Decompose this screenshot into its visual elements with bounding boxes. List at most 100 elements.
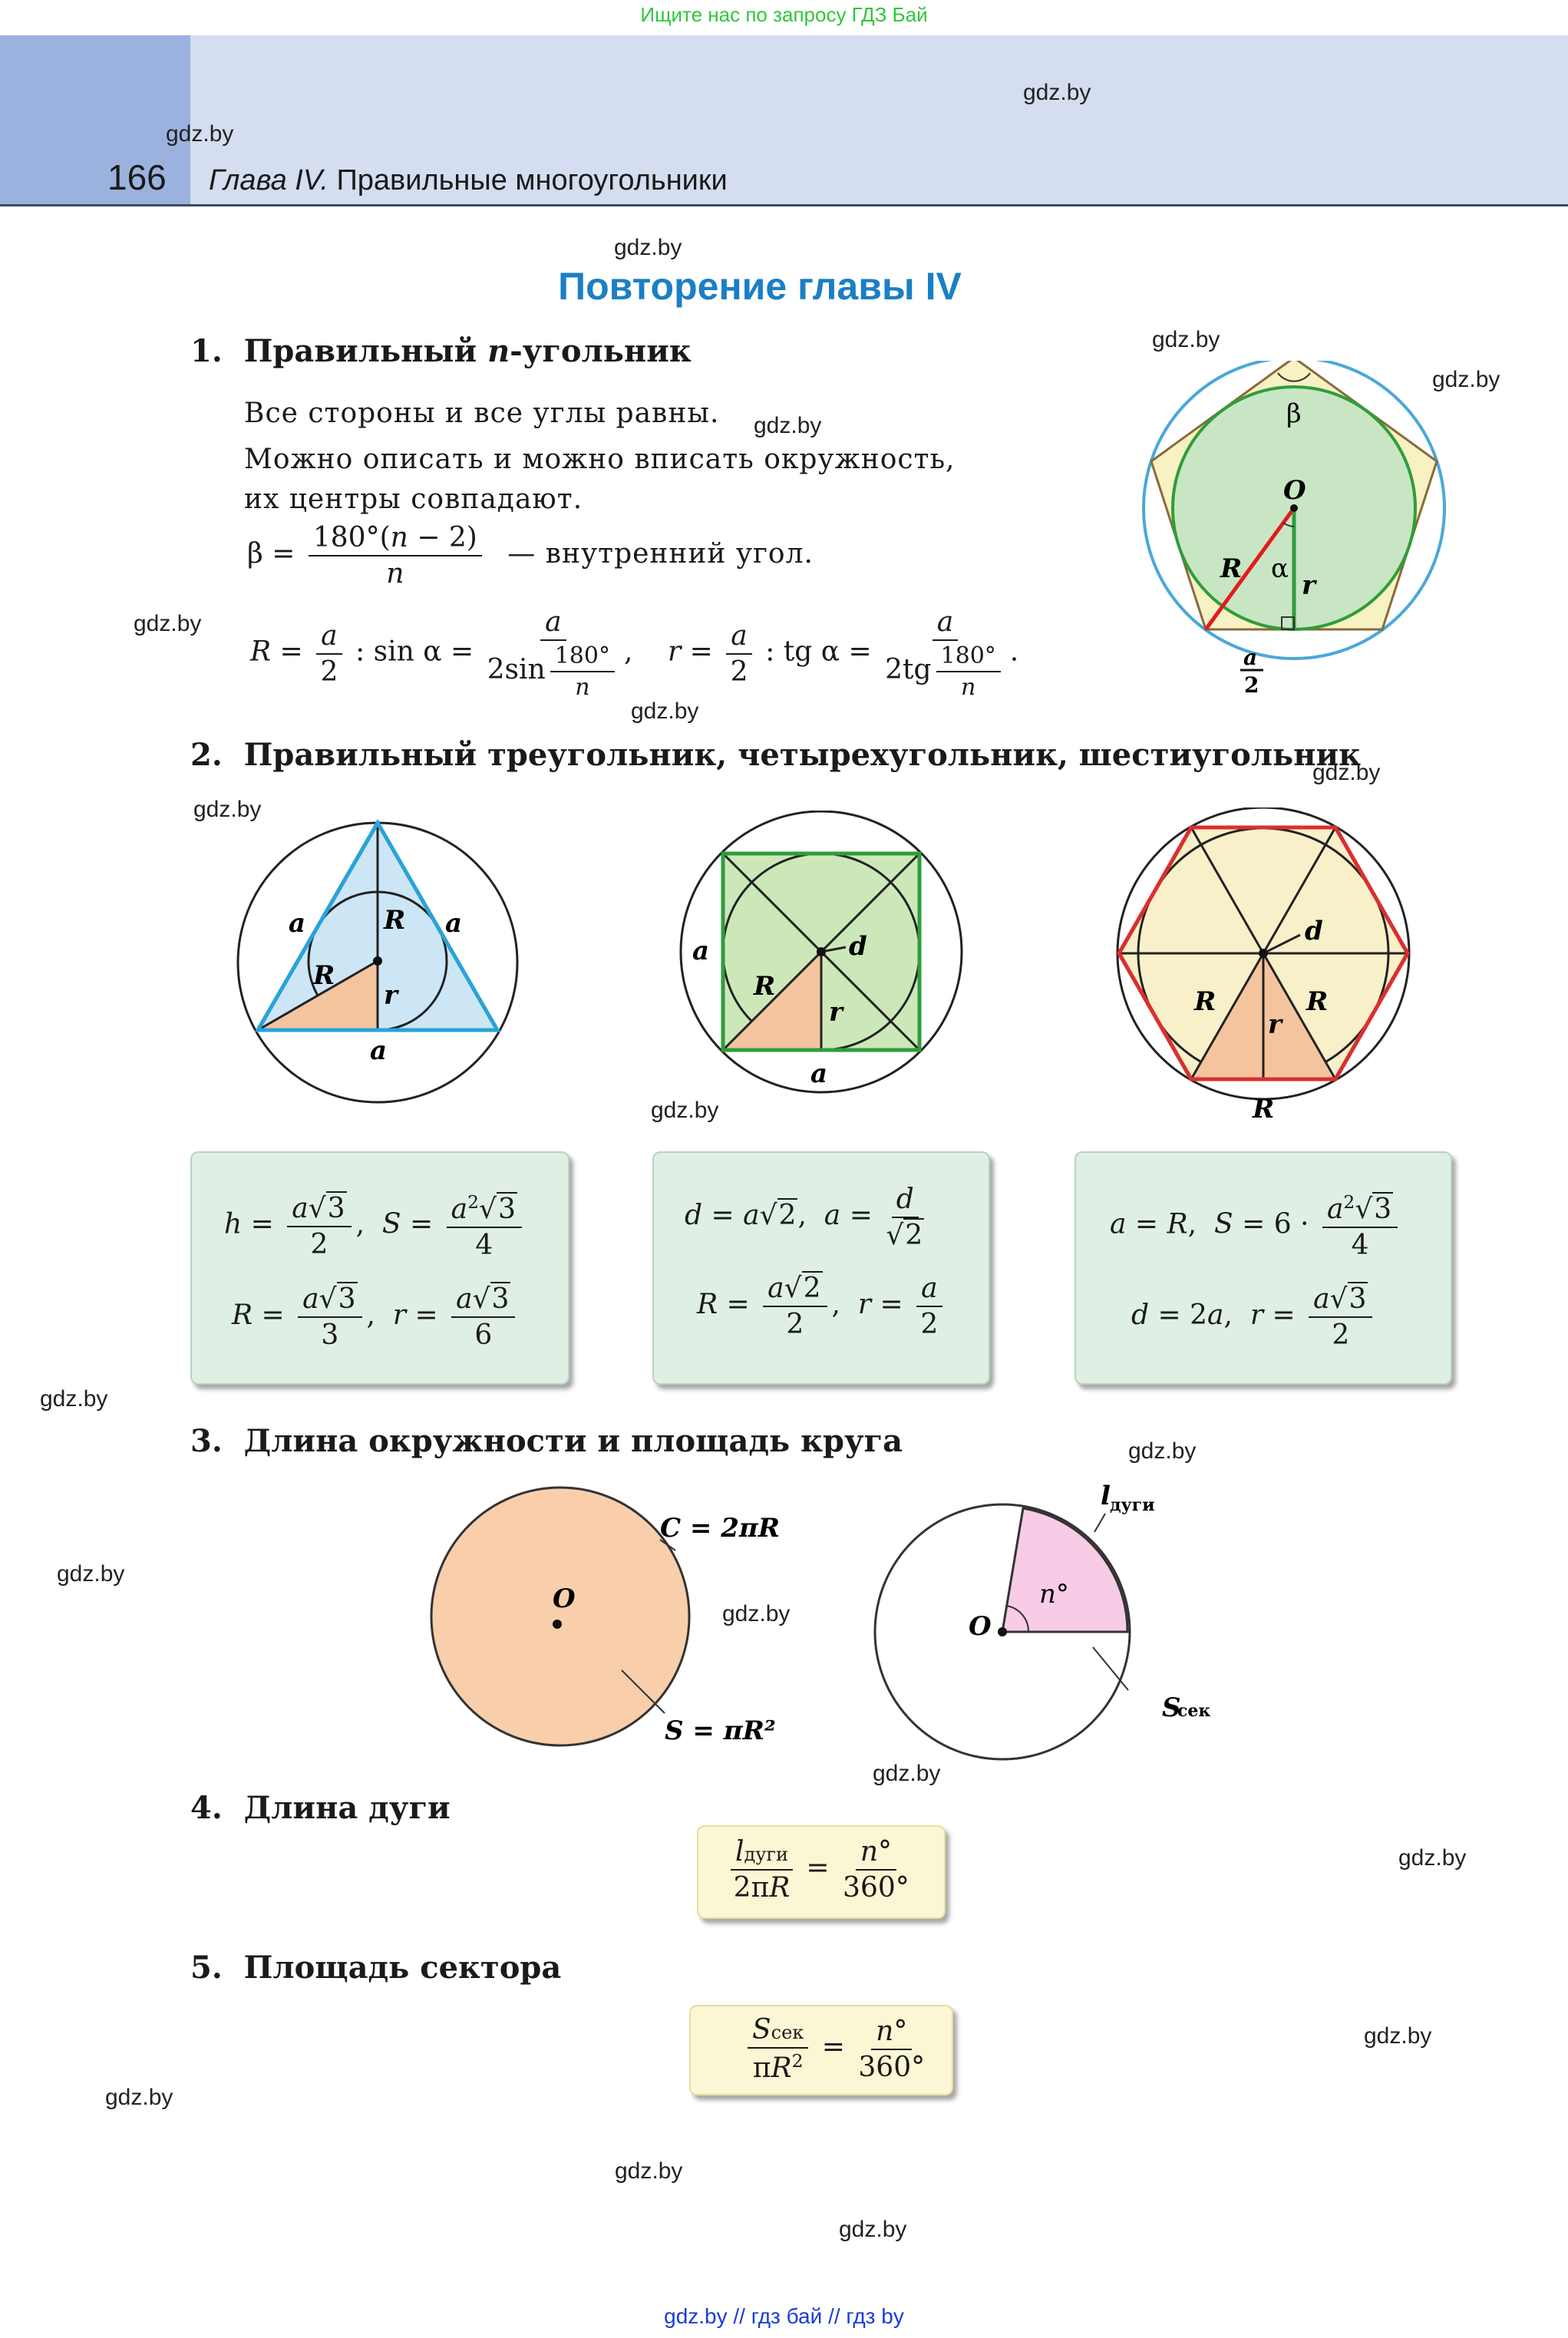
watermark: gdz.by xyxy=(166,121,234,147)
angle-arc xyxy=(1005,1605,1030,1633)
watermark: gdz.by xyxy=(873,1761,941,1786)
watermark: gdz.by xyxy=(1398,1845,1467,1871)
page-number: 166 xyxy=(107,157,167,197)
watermark: gdz.by xyxy=(134,611,202,636)
hexagon-diagram: d R R R r xyxy=(1116,807,1411,1122)
O-label: O xyxy=(553,1583,576,1614)
side-a-label: a xyxy=(289,908,305,939)
center-point xyxy=(1290,504,1298,512)
two-label: 2 xyxy=(1244,672,1259,698)
footer-links[interactable]: gdz.by // гдз бай // гдз by xyxy=(664,2304,904,2328)
R-label: R xyxy=(312,960,335,991)
O-label: O xyxy=(969,1611,992,1642)
section-4-heading: 4. Длина дуги xyxy=(190,1790,451,1826)
watermark: gdz.by xyxy=(839,2217,907,2242)
square-diagram: a a R r d xyxy=(679,811,963,1094)
a-label: a xyxy=(1243,645,1257,670)
alpha-label: α xyxy=(1271,553,1289,584)
side-a-label: a xyxy=(692,936,709,966)
watermark: gdz.by xyxy=(1152,327,1220,352)
beta-arc xyxy=(1277,372,1311,382)
C-formula: C = 2πR xyxy=(660,1513,780,1544)
watermark: gdz.by xyxy=(40,1386,108,1412)
section-5-heading: 5. Площадь сектора xyxy=(190,1950,561,1986)
section-number: 5. xyxy=(190,1950,223,1986)
sector-diagram: O n° l дуги S сек xyxy=(873,1481,1210,1761)
watermark: gdz.by xyxy=(722,1601,791,1626)
s1-line2: Можно описать и можно вписать окружность… xyxy=(244,444,956,475)
watermark: gdz.by xyxy=(754,413,822,438)
watermark: gdz.by xyxy=(1128,1438,1197,1464)
watermark: gdz.by xyxy=(1023,80,1091,105)
C-pointer xyxy=(659,1539,676,1551)
section-number: 1. xyxy=(190,333,223,369)
section-number: 4. xyxy=(190,1790,223,1826)
square-outline xyxy=(721,851,922,1052)
chapter-prefix: Глава IV. xyxy=(209,164,328,196)
section-title: Длина окружности и площадь круга xyxy=(243,1423,903,1459)
arc-length-label: l xyxy=(1101,1481,1111,1511)
chapter-name: Правильные многоугольники xyxy=(336,164,728,196)
section-title: -угольник xyxy=(510,333,692,369)
R-label: R xyxy=(1193,986,1216,1017)
beta-formula: β = 180°(n − 2)n — внутренний угол. xyxy=(247,522,814,589)
watermark: gdz.by xyxy=(615,2158,683,2184)
watermark: gdz.by xyxy=(105,2085,173,2110)
s1-line3: их центры совпадают. xyxy=(244,484,583,515)
watermark: gdz.by xyxy=(1364,2023,1432,2049)
page-heading: Повторение главы IV xyxy=(558,265,962,308)
alpha-arc xyxy=(1282,522,1295,527)
section-title-var: n xyxy=(487,333,510,369)
sector-area-sub: сек xyxy=(1177,1701,1210,1721)
r-label: r xyxy=(384,980,399,1011)
R-label: R xyxy=(1306,986,1328,1017)
section-title: Правильный треугольник, четырехугольник,… xyxy=(243,737,1362,773)
R-label: R xyxy=(753,971,775,1002)
header-line xyxy=(0,204,1568,206)
center-point xyxy=(553,1620,562,1629)
watermark: gdz.by xyxy=(651,1098,719,1123)
header-tab xyxy=(0,35,190,204)
section-number: 2. xyxy=(190,737,223,773)
section-number: 3. xyxy=(190,1423,223,1459)
watermark: gdz.by xyxy=(57,1561,125,1587)
r-label: r xyxy=(1268,1009,1283,1040)
center-point xyxy=(817,947,826,956)
section-title: Площадь сектора xyxy=(243,1950,562,1986)
header-band xyxy=(0,35,1568,204)
watermark: gdz.by xyxy=(1432,367,1500,392)
sector xyxy=(1001,1507,1129,1633)
top-banner: Ищите нас по запросу ГДЗ Бай xyxy=(640,3,928,26)
watermark: gdz.by xyxy=(1312,760,1381,785)
triangle-outline xyxy=(254,819,501,1032)
O-label: O xyxy=(1283,475,1306,506)
section-title: Правильный xyxy=(243,333,488,369)
arc-pointer xyxy=(1094,1513,1106,1533)
watermark: gdz.by xyxy=(614,235,682,260)
beta-label: β xyxy=(1286,398,1302,429)
R-label: R xyxy=(1220,553,1242,584)
side-a-label: a xyxy=(810,1058,827,1089)
sector-pointer xyxy=(1092,1646,1129,1691)
side-a-label: a xyxy=(370,1035,387,1066)
triangle-diagram: a a a R R r xyxy=(236,819,519,1104)
beta-note: — внутренний угол. xyxy=(507,538,814,570)
watermark: gdz.by xyxy=(631,698,699,724)
d-label: d xyxy=(1305,916,1323,946)
r-label: r xyxy=(1302,570,1317,601)
radius-R xyxy=(1203,507,1296,631)
d-label: d xyxy=(849,931,867,962)
